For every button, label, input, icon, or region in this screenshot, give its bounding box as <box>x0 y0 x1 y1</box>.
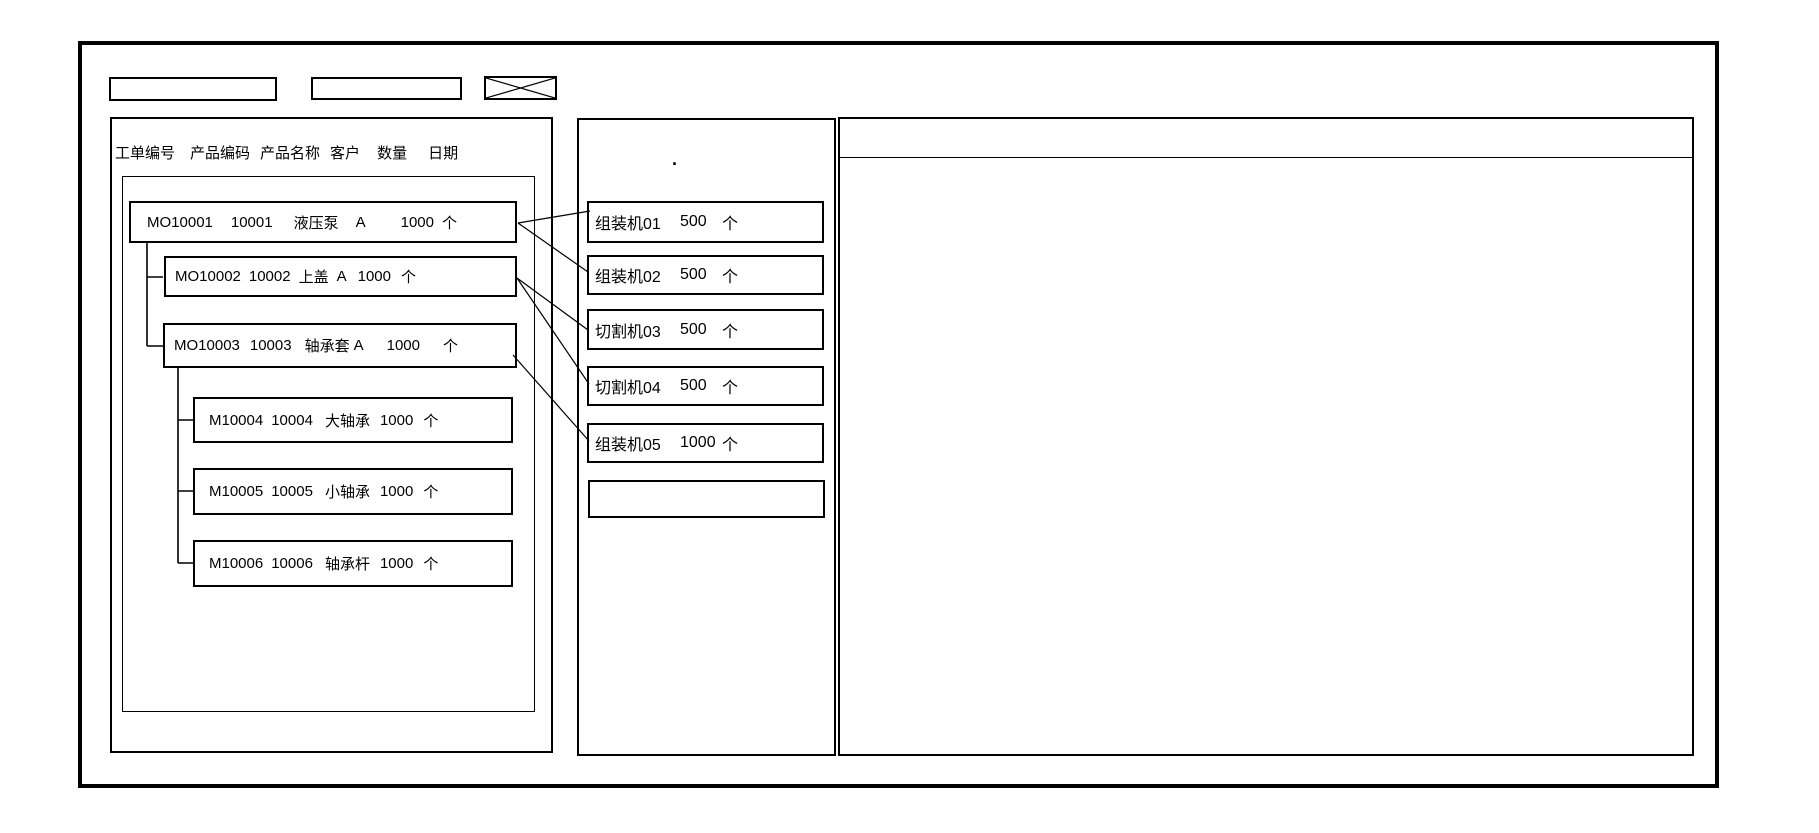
quantity: 1000 <box>379 411 414 429</box>
toolbar-field-2[interactable] <box>311 77 462 100</box>
machine-name: 组装机05 <box>595 437 661 454</box>
product-name: 液压泵 <box>293 214 339 232</box>
unit: 个 <box>423 484 439 501</box>
quantity: 1000 <box>357 268 391 285</box>
product-code: 10002 <box>248 268 291 285</box>
machine-box-empty[interactable] <box>588 480 825 518</box>
toolbar-field-1[interactable] <box>109 77 277 101</box>
machine-box-5[interactable]: 组装机05 1000 个 <box>587 423 824 463</box>
unit: 个 <box>443 338 459 355</box>
order-no: MO10003 <box>174 337 240 354</box>
unit: 个 <box>423 556 439 573</box>
quantity: 1000 <box>400 213 434 231</box>
unit: 个 <box>722 437 739 454</box>
image-placeholder[interactable] <box>484 76 557 100</box>
unit: 个 <box>423 412 439 430</box>
machine-box-2[interactable]: 组装机02 500 个 <box>587 255 824 295</box>
customer: A <box>355 213 366 231</box>
machine-box-1[interactable]: 组装机01 500 个 <box>587 201 824 243</box>
product-name: 轴承杆 <box>324 556 370 573</box>
column-header-order-no: 工单编号 <box>115 145 176 162</box>
unit: 个 <box>722 323 739 341</box>
order-no: M10005 <box>209 483 264 500</box>
product-name: 小轴承 <box>324 484 370 501</box>
column-header-customer: 客户 <box>330 145 361 162</box>
quantity: 1000 <box>379 483 414 500</box>
detail-header-divider <box>840 157 1692 158</box>
product-code: 10004 <box>271 411 313 429</box>
work-order-tree-container <box>122 176 535 712</box>
machine-qty: 500 <box>680 377 707 394</box>
order-no: M10004 <box>209 411 264 429</box>
work-order-row-mo10002[interactable]: MO10002 10002 上盖 A 1000 个 <box>164 256 517 297</box>
column-header-product-code: 产品编码 <box>190 145 251 162</box>
machine-name: 切割机03 <box>595 323 661 341</box>
customer: A <box>353 337 364 354</box>
stray-mark: . <box>672 149 678 169</box>
work-order-row-m10006[interactable]: M10006 10006 轴承杆 1000 个 <box>193 540 513 587</box>
column-headers: 工单编号 产品编码 产品名称 客户 数量 日期 <box>115 145 458 163</box>
work-order-row-mo10001[interactable]: MO10001 10001 液压泵 A 1000 个 <box>129 201 517 243</box>
machine-box-3[interactable]: 切割机03 500 个 <box>587 309 824 350</box>
unit: 个 <box>722 216 739 233</box>
column-header-qty: 数量 <box>377 145 408 162</box>
machine-name: 切割机04 <box>595 380 661 397</box>
machine-qty: 500 <box>680 213 707 230</box>
product-name: 轴承套 <box>304 338 350 355</box>
detail-panel <box>838 117 1694 756</box>
work-order-row-m10004[interactable]: M10004 10004 大轴承 1000 个 <box>193 397 513 443</box>
product-code: 10006 <box>271 555 313 572</box>
product-name: 大轴承 <box>324 412 370 430</box>
quantity: 1000 <box>386 337 420 354</box>
unit: 个 <box>401 269 417 286</box>
unit: 个 <box>722 269 739 286</box>
unit: 个 <box>722 380 739 397</box>
order-no: MO10001 <box>147 213 213 231</box>
machine-qty: 1000 <box>680 434 716 451</box>
crossed-box-icon <box>486 78 555 98</box>
quantity: 1000 <box>379 555 414 572</box>
machine-qty: 500 <box>680 320 707 338</box>
machine-name: 组装机02 <box>595 269 661 286</box>
machine-qty: 500 <box>680 266 707 283</box>
work-order-row-m10005[interactable]: M10005 10005 小轴承 1000 个 <box>193 468 513 515</box>
product-code: 10001 <box>230 213 273 231</box>
order-no: MO10002 <box>175 268 241 285</box>
product-code: 10005 <box>271 483 313 500</box>
machine-box-4[interactable]: 切割机04 500 个 <box>587 366 824 406</box>
customer: A <box>336 268 347 285</box>
column-header-date: 日期 <box>428 145 459 162</box>
order-no: M10006 <box>209 555 264 572</box>
product-name: 上盖 <box>298 269 329 286</box>
machine-name: 组装机01 <box>595 216 661 233</box>
product-code: 10003 <box>249 337 292 354</box>
unit: 个 <box>442 214 458 232</box>
work-order-row-mo10003[interactable]: MO10003 10003 轴承套 A 1000 个 <box>163 323 517 368</box>
column-header-product-name: 产品名称 <box>260 145 321 162</box>
